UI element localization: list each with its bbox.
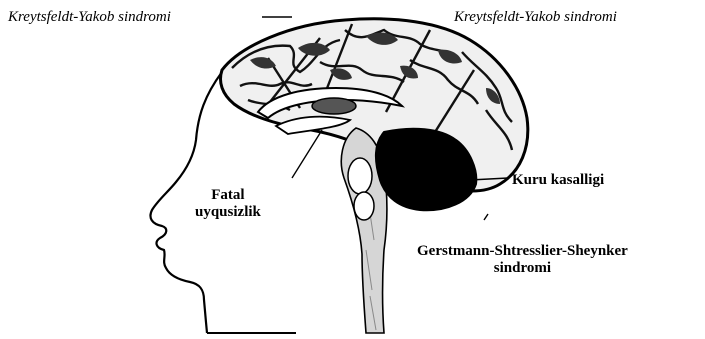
label-fatal-insomnia-line1: Fatal — [195, 187, 261, 204]
label-cjd-left: Kreytsfeldt-Yakob sindromi — [8, 9, 171, 26]
label-cjd-right: Kreytsfeldt-Yakob sindromi — [454, 9, 617, 26]
label-fatal-insomnia-line2: uyqusizlik — [195, 204, 261, 221]
thalamus — [312, 98, 356, 114]
label-gss-line1: Gerstmann-Shtresslier-Sheynker — [417, 243, 628, 260]
label-gss: Gerstmann-Shtresslier-Sheynker sindromi — [417, 243, 628, 278]
label-gss-line2: sindromi — [417, 260, 628, 277]
medulla — [354, 192, 374, 220]
label-fatal-insomnia: Fatal uyqusizlik — [195, 187, 261, 222]
pons — [348, 158, 372, 194]
label-kuru: Kuru kasalligi — [512, 172, 604, 189]
